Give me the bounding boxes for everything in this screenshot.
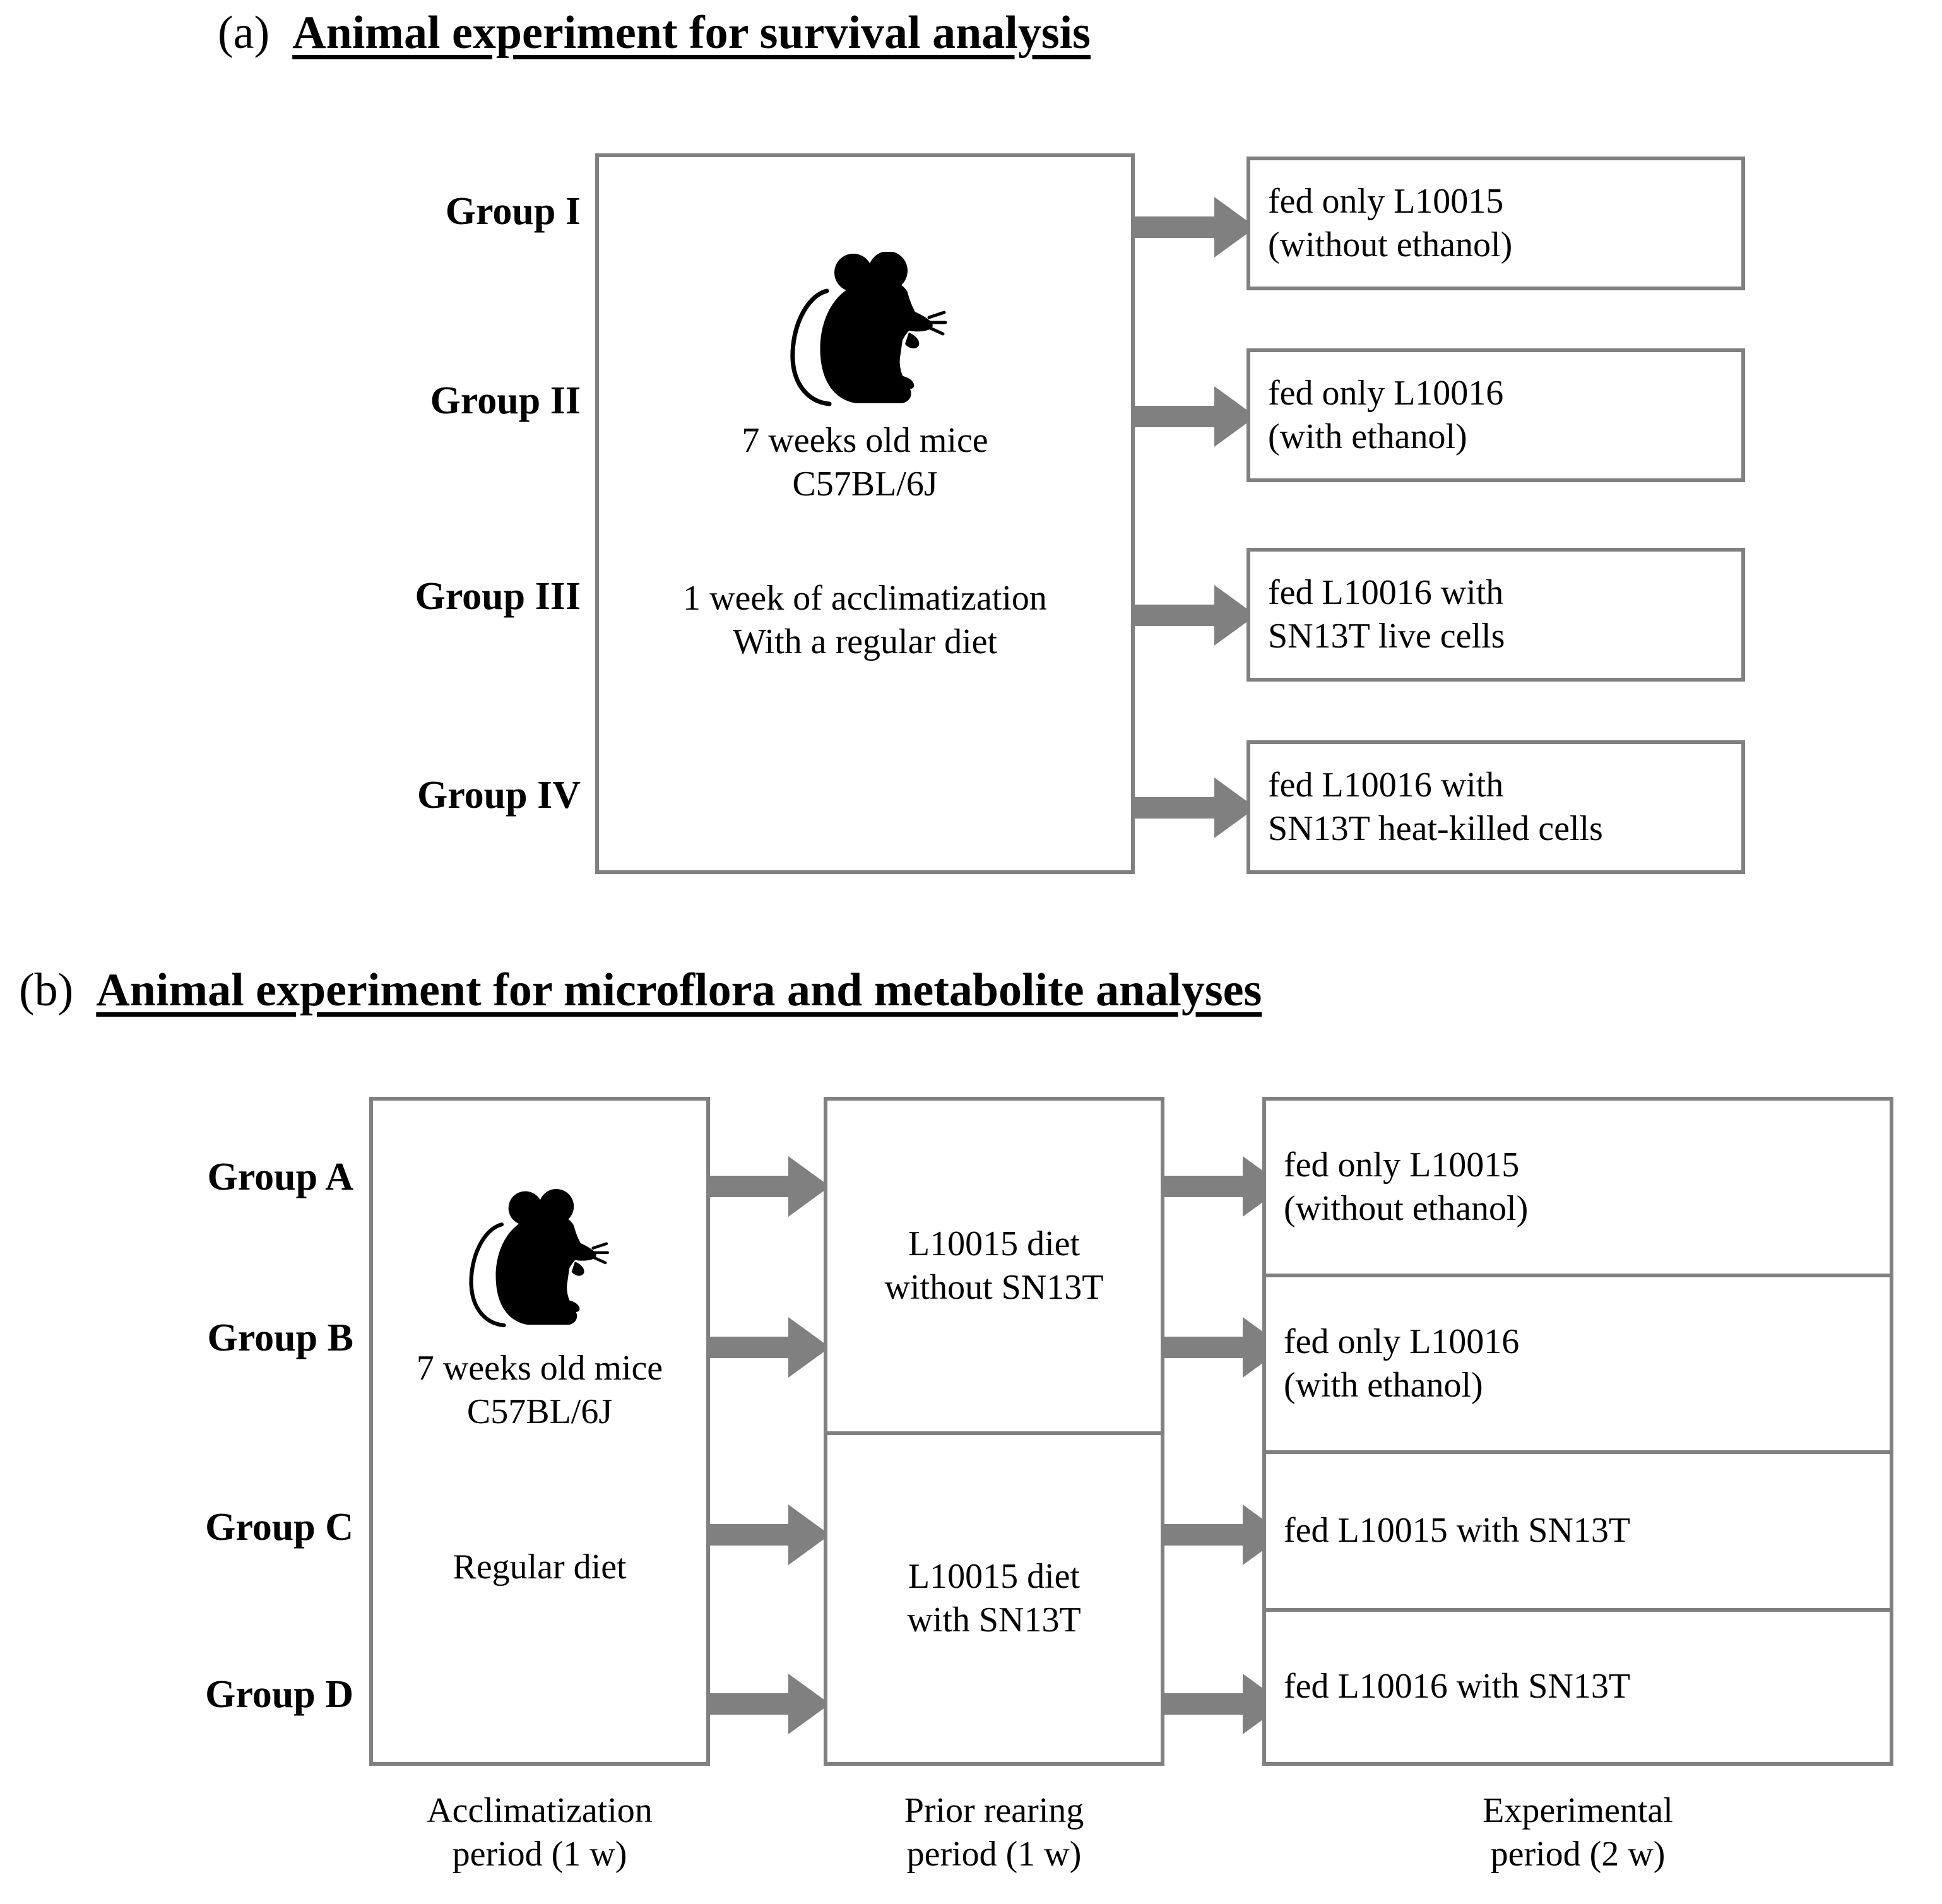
panel-b-title: Animal experiment for microflora and met… [96, 964, 1262, 1016]
panel-a-outcome-box-1: fed only L10015 (without ethanol) [1246, 157, 1745, 290]
panel-b-letter: (b) [19, 964, 74, 1016]
group-label-iv: Group IV [417, 774, 581, 817]
panel-a-outcome-text-3: fed L10016 with SN13T live cells [1268, 572, 1505, 656]
group-label-b: Group B [207, 1316, 353, 1359]
group-label-iii: Group III [415, 575, 581, 618]
group-label-c: Group C [205, 1506, 353, 1549]
panel-b-title-row: (b) Animal experiment for microflora and… [19, 964, 1262, 1017]
panel-a-outcome-box-4: fed L10016 with SN13T heat-killed cells [1246, 740, 1745, 874]
panel-a-title: Animal experiment for survival analysis [292, 7, 1091, 59]
panel-b-experimental-text-2: fed only L10016 (with ethanol) [1284, 1322, 1520, 1405]
panel-b-mice-description: 7 weeks old mice C57BL/6J [416, 1349, 663, 1432]
panel-b-experimental-box-3: fed L10015 with SN13T [1262, 1450, 1893, 1608]
panel-a-outcome-text-2: fed only L10016 (with ethanol) [1268, 373, 1504, 456]
panel-a-mice-description: 7 weeks old mice C57BL/6J [742, 421, 988, 504]
panel-b-experimental-box-4: fed L10016 with SN13T [1262, 1608, 1893, 1766]
panel-b-experimental-text-4: fed L10016 with SN13T [1284, 1667, 1631, 1706]
panel-b-rearing-text-2: L10015 diet with SN13T [907, 1556, 1081, 1640]
group-label-ii: Group II [430, 379, 581, 422]
panel-a-acclimatization-description: 1 week of acclimatization With a regular… [683, 579, 1047, 662]
panel-a-title-row: (a) Animal experiment for survival analy… [218, 6, 1091, 60]
panel-b-experimental-text-3: fed L10015 with SN13T [1284, 1511, 1631, 1551]
panel-a-outcome-box-3: fed L10016 with SN13T live cells [1246, 548, 1745, 682]
mouse-silhouette-icon [785, 252, 962, 410]
group-label-d: Group D [205, 1673, 353, 1716]
panel-b-rearing-box-1: L10015 diet without SN13T [824, 1097, 1164, 1431]
panel-a-acclimatization-box: 7 weeks old mice C57BL/6J 1 week of accl… [595, 153, 1135, 874]
period-caption-acclimatization: Acclimatization period (1 w) [427, 1791, 653, 1874]
panel-b-experimental-box-1: fed only L10015 (without ethanol) [1262, 1097, 1893, 1274]
panel-b-rearing-text-1: L10015 diet without SN13T [884, 1224, 1104, 1307]
panel-a-outcome-text-1: fed only L10015 (without ethanol) [1268, 181, 1513, 264]
panel-a-outcome-text-4: fed L10016 with SN13T heat-killed cells [1268, 765, 1603, 848]
group-label-a: Group A [207, 1156, 353, 1198]
panel-b-experimental-box-2: fed only L10016 (with ethanol) [1262, 1274, 1893, 1450]
period-caption-prior-rearing: Prior rearing period (1 w) [904, 1791, 1084, 1874]
mouse-silhouette-icon [465, 1189, 622, 1331]
group-label-i: Group I [445, 190, 581, 233]
panel-b-experimental-text-1: fed only L10015 (without ethanol) [1284, 1145, 1529, 1228]
panel-b-regular-diet-text: Regular diet [453, 1547, 627, 1587]
panel-a-letter: (a) [218, 7, 270, 59]
panel-a-outcome-box-2: fed only L10016 (with ethanol) [1246, 348, 1745, 482]
period-caption-experimental: Experimental period (2 w) [1483, 1791, 1673, 1874]
panel-b-acclimatization-box: 7 weeks old mice C57BL/6J Regular diet [369, 1097, 710, 1766]
panel-b-rearing-box-2: L10015 diet with SN13T [824, 1431, 1164, 1766]
